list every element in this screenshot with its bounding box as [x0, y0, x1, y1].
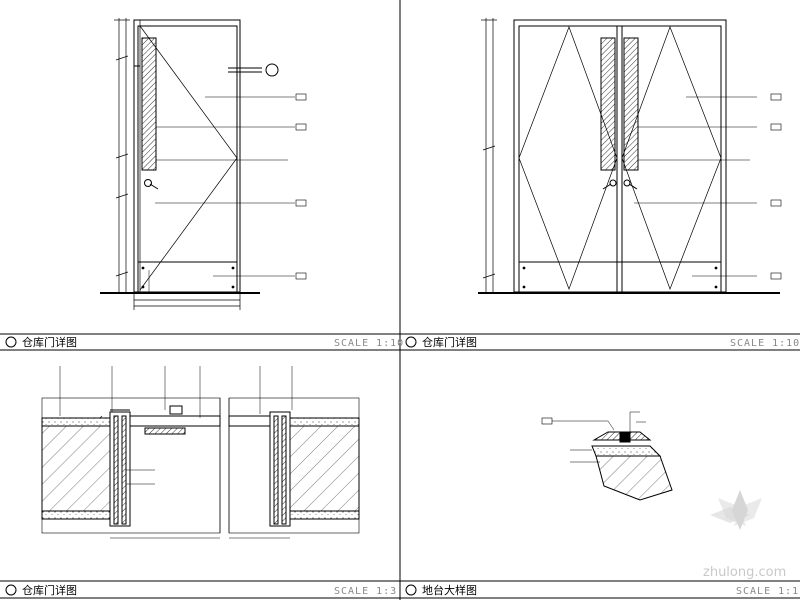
panel-title: 仓库门详图 [22, 583, 77, 597]
double-door-elevation [478, 18, 782, 294]
panel-title: 仓库门详图 [422, 335, 477, 349]
panel-title: 地台大样图 [422, 583, 477, 597]
panel-title-bar-2: 仓库门详图 SCALE 1:10 [405, 335, 800, 349]
door-section-plan [41, 366, 360, 539]
panel-title-bar-3: 仓库门详图 SCALE 1:3 [5, 583, 397, 597]
panel-scale: SCALE 1:10 [730, 338, 800, 349]
panel-scale: SCALE 1:10 [334, 338, 404, 349]
detail-marker-icon [405, 336, 417, 348]
detail-marker-icon [405, 584, 417, 596]
panel-title-bar-1: 仓库门详图 SCALE 1:10 [5, 335, 404, 349]
watermark-logo [710, 490, 762, 530]
watermark-text: zhulong.com [703, 565, 786, 580]
panel-scale: SCALE 1:3 [334, 586, 397, 597]
detail-marker-icon [5, 336, 17, 348]
panel-title-bar-4: 地台大样图 SCALE 1:1 [405, 583, 799, 597]
single-door-elevation [100, 18, 307, 310]
floor-platform-detail [541, 411, 673, 501]
detail-marker-icon [5, 584, 17, 596]
panel-title: 仓库门详图 [22, 335, 77, 349]
panel-scale: SCALE 1:1 [736, 586, 799, 597]
